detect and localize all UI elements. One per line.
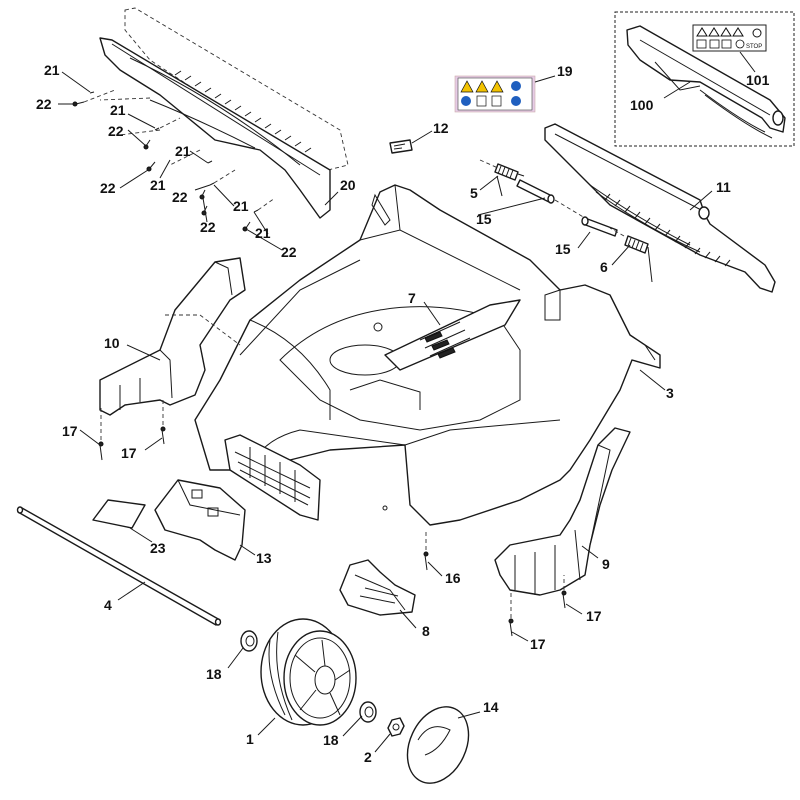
- part-15-pin-a[interactable]: [516, 179, 555, 204]
- callout-17[interactable]: 17: [530, 636, 546, 652]
- flap-ribs: [174, 70, 312, 153]
- callout-5[interactable]: 5: [470, 185, 478, 201]
- part-13-cover[interactable]: [154, 479, 246, 561]
- callout-3[interactable]: 3: [666, 385, 674, 401]
- callout-22[interactable]: 22: [281, 244, 297, 260]
- callout-17[interactable]: 17: [121, 445, 137, 461]
- part-18-bearing-a[interactable]: [240, 630, 258, 652]
- part-9-handle-bracket-right[interactable]: [494, 427, 631, 596]
- screw-17-c[interactable]: [561, 590, 567, 609]
- part-2-nut[interactable]: [387, 717, 405, 737]
- warning-triangle-icon: [475, 80, 489, 93]
- inset-box: STOP: [614, 11, 795, 147]
- callout-100[interactable]: 100: [630, 97, 654, 113]
- callout-9[interactable]: 9: [602, 556, 610, 572]
- inset-frame: [614, 11, 795, 147]
- washer-21-c[interactable]: [207, 160, 213, 164]
- screw-22-b[interactable]: [143, 139, 151, 150]
- callout-6[interactable]: 6: [600, 259, 608, 275]
- screw-22-f[interactable]: [242, 221, 251, 232]
- part-7-level-indicator[interactable]: [384, 299, 521, 371]
- callout-22[interactable]: 22: [100, 180, 116, 196]
- part-18-bearing-b[interactable]: [359, 701, 377, 723]
- callout-11[interactable]: 11: [716, 179, 731, 195]
- warning-triangle-icon: [490, 80, 504, 93]
- callout-1[interactable]: 1: [246, 731, 254, 747]
- part-23-label[interactable]: [92, 499, 146, 529]
- screw-22-d[interactable]: [199, 189, 206, 200]
- callout-18[interactable]: 18: [323, 732, 339, 748]
- screw-16[interactable]: [423, 551, 429, 571]
- callout-8[interactable]: 8: [422, 623, 430, 639]
- callout-21[interactable]: 21: [255, 225, 271, 241]
- callout-18[interactable]: 18: [206, 666, 222, 682]
- callout-22[interactable]: 22: [108, 123, 124, 139]
- part-15-pin-b[interactable]: [581, 216, 618, 237]
- part-6-spring[interactable]: [624, 235, 653, 283]
- screw-22-c[interactable]: [146, 161, 156, 172]
- callout-21[interactable]: 21: [233, 198, 249, 214]
- part-8-bracket[interactable]: [339, 559, 416, 616]
- mandatory-icon: [511, 96, 521, 106]
- callout-22[interactable]: 22: [36, 96, 52, 112]
- warning-triangle-icon: [460, 80, 474, 93]
- screw-17-b[interactable]: [160, 426, 166, 445]
- part-101-warning-label-alt[interactable]: STOP: [692, 24, 767, 52]
- callout-2[interactable]: 2: [364, 749, 372, 765]
- washer-21-a[interactable]: [89, 91, 95, 94]
- callout-20[interactable]: 20: [340, 177, 356, 193]
- callout-19[interactable]: 19: [557, 63, 573, 79]
- callout-23[interactable]: 23: [150, 540, 166, 556]
- callout-22[interactable]: 22: [200, 219, 216, 235]
- callout-4[interactable]: 4: [104, 597, 112, 613]
- mandatory-icon: [461, 96, 471, 106]
- callout-21[interactable]: 21: [150, 177, 166, 193]
- callout-12[interactable]: 12: [433, 120, 449, 136]
- part-4-axle[interactable]: [16, 506, 222, 626]
- part-5-spring[interactable]: [494, 163, 525, 197]
- leader-lines: [58, 71, 713, 753]
- callout-21[interactable]: 21: [175, 143, 191, 159]
- callout-17[interactable]: 17: [586, 608, 602, 624]
- washer-21-d[interactable]: [209, 182, 215, 186]
- callout-15[interactable]: 15: [476, 211, 492, 227]
- callout-21[interactable]: 21: [44, 62, 60, 78]
- callout-13[interactable]: 13: [256, 550, 272, 566]
- callout-14[interactable]: 14: [483, 699, 499, 715]
- callout-labels: 21 22 21 22 21 22 21 22 22 21 21 22 20 1…: [36, 62, 770, 765]
- part-20-rear-flap[interactable]: [99, 7, 349, 219]
- part-14-hub-cap[interactable]: [396, 697, 481, 793]
- screw-17-d[interactable]: [508, 618, 514, 637]
- washer-21-b[interactable]: [154, 127, 160, 131]
- part-11-rear-flap[interactable]: [544, 123, 776, 293]
- part-10-handle-bracket-left[interactable]: [99, 257, 246, 416]
- fastener-set-rear-flap: [72, 89, 276, 232]
- part-12-small-label[interactable]: [389, 139, 413, 154]
- mandatory-icon: [511, 81, 521, 91]
- callout-101[interactable]: 101: [746, 72, 770, 88]
- callout-10[interactable]: 10: [104, 335, 120, 351]
- callout-21[interactable]: 21: [110, 102, 126, 118]
- stop-text: STOP: [746, 44, 762, 50]
- callout-16[interactable]: 16: [445, 570, 461, 586]
- flap-11-ribs: [604, 193, 731, 267]
- washer-21-e[interactable]: [253, 209, 259, 213]
- part-19-warning-label[interactable]: [454, 75, 536, 113]
- callout-15[interactable]: 15: [555, 241, 571, 257]
- callout-22[interactable]: 22: [172, 189, 188, 205]
- callout-17[interactable]: 17: [62, 423, 78, 439]
- callout-7[interactable]: 7: [408, 290, 416, 306]
- part-100-rear-flap-alt[interactable]: [626, 25, 786, 139]
- part-1-wheel[interactable]: [260, 618, 357, 726]
